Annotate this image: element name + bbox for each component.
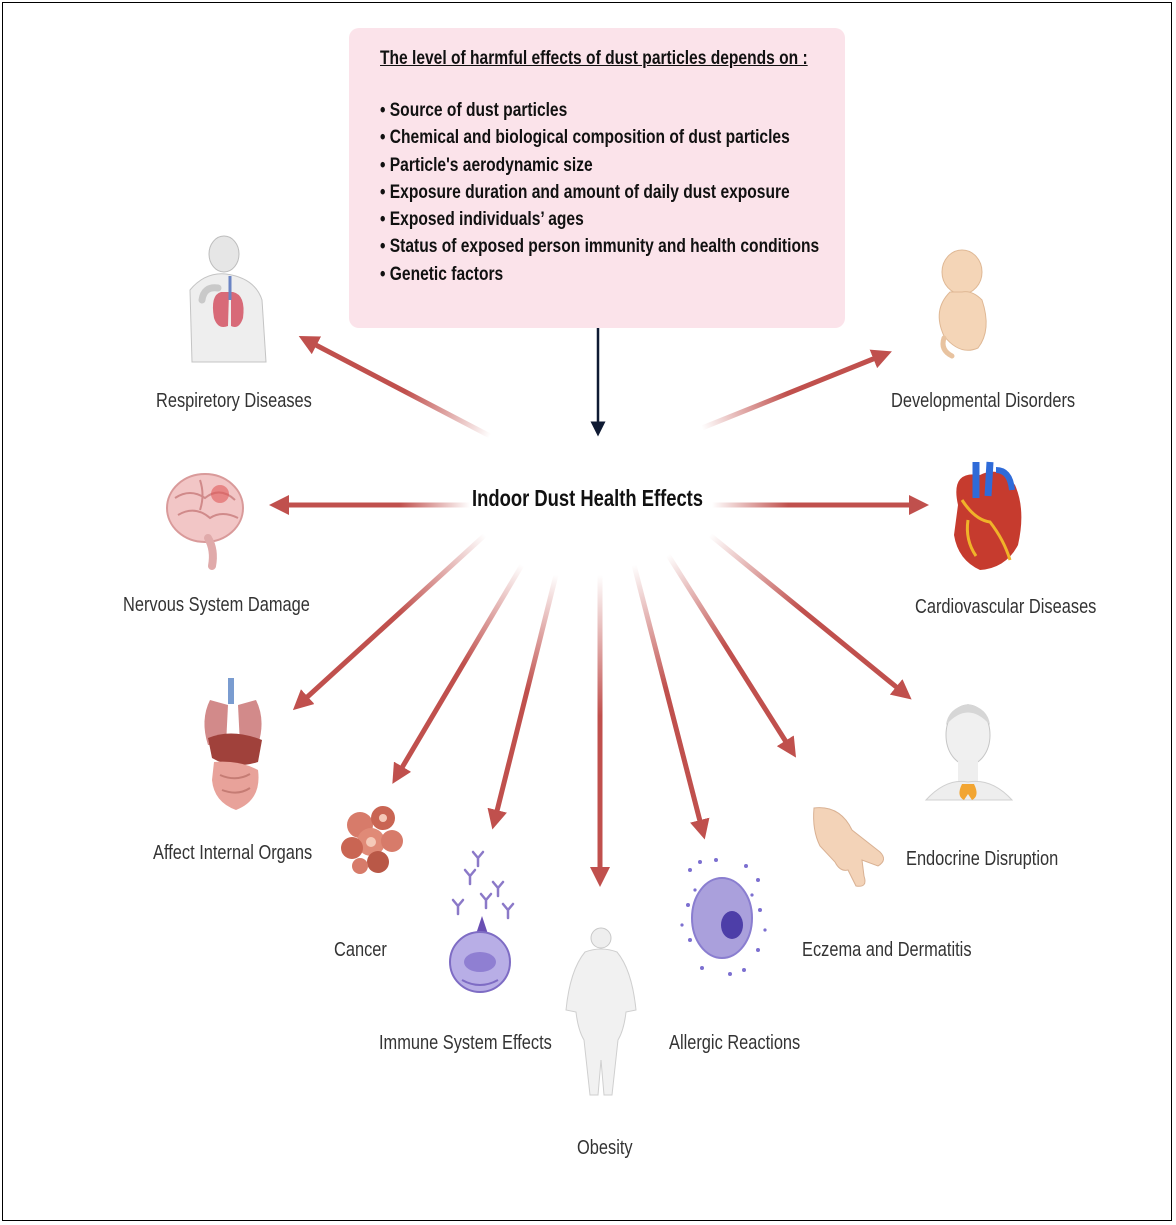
head-thyroid-icon bbox=[926, 704, 1012, 800]
factors-box: The level of harmful effects of dust par… bbox=[349, 28, 845, 328]
factor-item: • Particle's aerodynamic size bbox=[380, 152, 761, 179]
arrow-immune bbox=[496, 575, 556, 815]
center-title: Indoor Dust Health Effects bbox=[472, 485, 658, 512]
factors-list: • Source of dust particles • Chemical an… bbox=[380, 97, 845, 288]
factor-item: • Genetic factors bbox=[380, 261, 761, 288]
heart-icon bbox=[954, 462, 1021, 570]
arrow-allergic bbox=[634, 565, 701, 825]
label-cardio: Cardiovascular Diseases bbox=[915, 596, 1096, 619]
factors-title: The level of harmful effects of dust par… bbox=[380, 48, 761, 70]
label-respiratory: Respiretory Diseases bbox=[156, 390, 312, 413]
hand-icon bbox=[814, 808, 884, 887]
label-cancer: Cancer bbox=[334, 939, 387, 962]
label-allergic: Allergic Reactions bbox=[669, 1032, 800, 1055]
factor-item: • Exposure duration and amount of daily … bbox=[380, 179, 761, 206]
factor-item: • Exposed individuals’ ages bbox=[380, 206, 761, 233]
immune-cell-icon bbox=[453, 852, 513, 918]
label-nervous: Nervous System Damage bbox=[123, 594, 310, 617]
label-internal: Affect Internal Organs bbox=[153, 842, 312, 865]
label-endocrine: Endocrine Disruption bbox=[906, 848, 1058, 871]
internal-organs-icon bbox=[204, 678, 262, 810]
arrow-respiratory bbox=[312, 343, 490, 436]
factor-item: • Status of exposed person immunity and … bbox=[380, 233, 761, 260]
cancer-cells-icon bbox=[341, 806, 403, 874]
fetus-icon bbox=[939, 250, 986, 356]
label-eczema: Eczema and Dermatitis bbox=[802, 939, 972, 962]
factor-item: • Chemical and biological composition of… bbox=[380, 124, 761, 151]
brain-icon bbox=[167, 474, 243, 566]
factor-item: • Source of dust particles bbox=[380, 97, 761, 124]
arrow-developmental bbox=[702, 357, 878, 428]
respiratory-person-icon bbox=[190, 236, 266, 362]
label-immune: Immune System Effects bbox=[379, 1032, 552, 1055]
label-developmental: Developmental Disorders bbox=[891, 390, 1075, 413]
label-obesity: Obesity bbox=[577, 1137, 633, 1160]
obese-body-icon bbox=[566, 928, 636, 1095]
mast-cell-icon bbox=[680, 858, 766, 976]
